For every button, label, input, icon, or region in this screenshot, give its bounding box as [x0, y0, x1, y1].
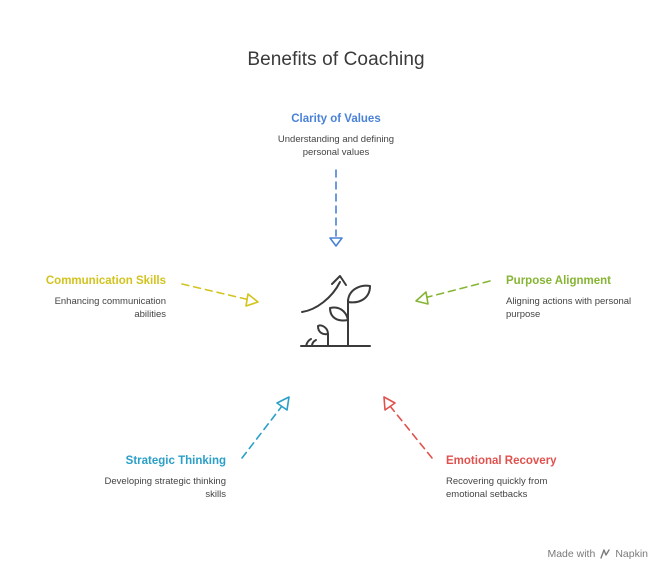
node-communication-skills: Communication Skills Enhancing communica…: [20, 275, 166, 321]
node-description: Recovering quickly from emotional setbac…: [446, 476, 548, 500]
growth-plant-icon: [300, 275, 371, 347]
node-label: Emotional Recovery: [446, 455, 557, 467]
connector-purpose-arrow: [415, 280, 491, 305]
made-with-footer: Made with Napkin: [547, 548, 648, 560]
connector-communication-arrow: [181, 283, 259, 307]
node-description: Aligning actions with personal purpose: [506, 296, 632, 320]
node-clarity-of-values: Clarity of Values Understanding and defi…: [236, 113, 436, 159]
made-with-text: Made with: [547, 548, 596, 560]
node-description: Understanding and defining personal valu…: [277, 134, 395, 158]
napkin-brand-text: Napkin: [615, 548, 648, 560]
node-emotional-recovery: Emotional Recovery Recovering quickly fr…: [446, 455, 626, 501]
connector-clarity-arrow: [329, 169, 343, 247]
connector-emotional-arrow: [383, 396, 433, 459]
connector-strategic-arrow: [241, 396, 290, 459]
node-description: Enhancing communication abilities: [54, 296, 166, 320]
node-purpose-alignment: Purpose Alignment Aligning actions with …: [506, 275, 666, 321]
node-label: Purpose Alignment: [506, 275, 611, 287]
node-description: Developing strategic thinking skills: [104, 476, 226, 500]
napkin-logo-icon: [600, 549, 611, 559]
node-label: Clarity of Values: [291, 113, 381, 125]
node-label: Strategic Thinking: [125, 455, 226, 467]
diagram-title: Benefits of Coaching: [247, 49, 425, 70]
node-label: Communication Skills: [45, 275, 166, 287]
node-strategic-thinking: Strategic Thinking Developing strategic …: [60, 455, 226, 501]
